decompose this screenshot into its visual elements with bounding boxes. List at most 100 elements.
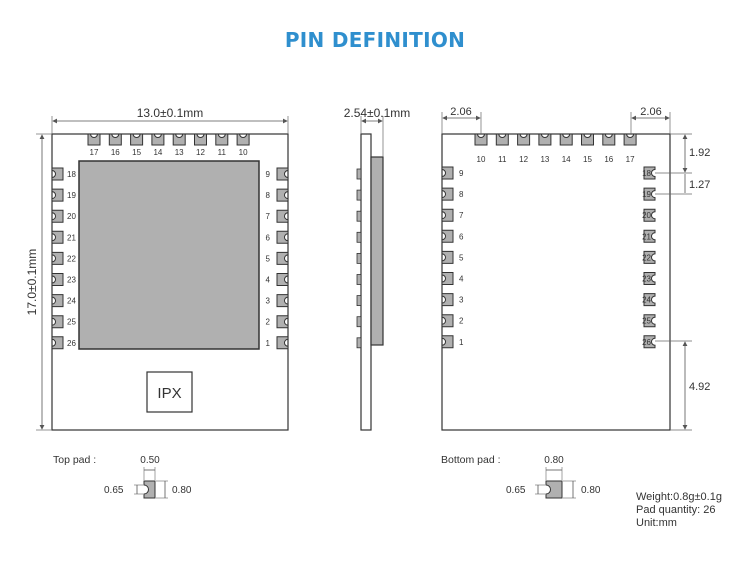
bottom-view-pad-11 bbox=[495, 133, 509, 146]
top-view-pad-10 bbox=[236, 133, 250, 146]
top-view-pad-3 bbox=[276, 294, 289, 308]
top-pad-detail: Top pad : 0.50 0.65 0.80 bbox=[53, 454, 192, 499]
bottom-pad-detail: Bottom pad : 0.80 0.65 0.80 bbox=[441, 454, 601, 499]
bottom-view-pad-19 bbox=[643, 187, 656, 201]
top-view-pin-label-25: 25 bbox=[67, 318, 76, 327]
top-view-pin-label-3: 3 bbox=[266, 297, 271, 306]
top-view-pad-5 bbox=[276, 251, 289, 265]
bottom-view-pad-5 bbox=[441, 250, 454, 264]
top-view-pad-8 bbox=[276, 188, 289, 202]
bottom-pad-top-value: 0.80 bbox=[544, 455, 564, 466]
bottom-view-pad-15 bbox=[581, 133, 594, 146]
top-view-pin-label-21: 21 bbox=[67, 233, 76, 242]
dim-bottom-label: 4.92 bbox=[689, 381, 710, 393]
bottom-view-pad-23 bbox=[643, 272, 656, 285]
bottom-view-pin-label-18: 18 bbox=[642, 169, 651, 178]
bottom-view-pin-label-20: 20 bbox=[642, 211, 651, 220]
bottom-view-pin-label-14: 14 bbox=[562, 155, 571, 164]
bottom-view-pin-label-12: 12 bbox=[519, 155, 528, 164]
bottom-view-pin-label-19: 19 bbox=[642, 190, 651, 199]
top-view-pad-21 bbox=[51, 230, 64, 244]
dim-pitch-label: 1.27 bbox=[689, 179, 710, 191]
thickness-dim-label: 2.54±0.1mm bbox=[344, 106, 411, 120]
bottom-view-pad-1 bbox=[441, 335, 454, 349]
side-view-pad bbox=[356, 337, 362, 349]
spec-notes: Weight:0.8g±0.1g Pad quantity: 26 Unit:m… bbox=[636, 491, 746, 530]
bottom-view-pin-label-10: 10 bbox=[477, 155, 486, 164]
bottom-pad-shape bbox=[545, 480, 563, 499]
side-view-pad bbox=[356, 316, 362, 328]
top-view-pin-label-7: 7 bbox=[266, 212, 271, 221]
ipx-connector bbox=[146, 371, 193, 413]
bottom-view-pin-label-24: 24 bbox=[642, 296, 651, 305]
top-view-pin-label-22: 22 bbox=[67, 254, 76, 263]
bottom-view-pad-17 bbox=[623, 133, 637, 146]
side-view-pad bbox=[356, 274, 362, 285]
spec-weight: Weight:0.8g±0.1g bbox=[636, 491, 722, 503]
top-pad-right-value: 0.80 bbox=[172, 485, 192, 496]
bottom-pad-left-value: 0.65 bbox=[506, 485, 526, 496]
bottom-view-pad-7 bbox=[441, 208, 454, 222]
bottom-view-pin-label-8: 8 bbox=[459, 190, 464, 199]
top-view-pad-1 bbox=[276, 336, 289, 350]
side-shield bbox=[370, 156, 384, 346]
bottom-view-pin-label-16: 16 bbox=[604, 155, 613, 164]
bottom-view-pin-label-9: 9 bbox=[459, 169, 464, 178]
side-view-pad bbox=[356, 210, 362, 222]
bottom-view-pad-22 bbox=[643, 250, 656, 264]
top-view-pad-20 bbox=[51, 209, 64, 223]
top-view-pad-11 bbox=[215, 133, 229, 146]
top-view-pin-label-11: 11 bbox=[218, 148, 227, 157]
bottom-view-pad-3 bbox=[441, 293, 454, 307]
side-view-pad bbox=[356, 189, 362, 201]
top-pad-left-value: 0.65 bbox=[104, 485, 124, 496]
top-view-pin-label-17: 17 bbox=[90, 148, 99, 157]
bottom-view-pin-label-2: 2 bbox=[459, 317, 464, 326]
top-view-pin-label-20: 20 bbox=[67, 212, 76, 221]
top-view-pin-label-13: 13 bbox=[175, 148, 184, 157]
top-view-pad-18 bbox=[51, 167, 64, 181]
bottom-view-pin-label-6: 6 bbox=[459, 232, 464, 241]
bottom-view-pin-label-1: 1 bbox=[459, 338, 464, 347]
bottom-pad-right-value: 0.80 bbox=[581, 485, 601, 496]
left-offset-label: 2.06 bbox=[450, 106, 471, 118]
bottom-view-pin-label-5: 5 bbox=[459, 253, 464, 262]
bottom-view-pad-21 bbox=[643, 229, 656, 243]
bottom-view-pin-label-22: 22 bbox=[642, 253, 651, 262]
bottom-view-pad-14 bbox=[559, 133, 573, 146]
ipx-label: IPX bbox=[157, 385, 181, 402]
bottom-view-pin-label-17: 17 bbox=[626, 155, 635, 164]
right-offset-label: 2.06 bbox=[640, 106, 661, 118]
width-dim-label: 13.0±0.1mm bbox=[137, 106, 204, 120]
bottom-view-pad-18 bbox=[643, 166, 656, 180]
top-view-pin-label-24: 24 bbox=[67, 297, 76, 306]
height-dim-label: 17.0±0.1mm bbox=[25, 249, 39, 316]
bottom-view-pad-6 bbox=[441, 229, 454, 243]
side-view-pad bbox=[356, 168, 362, 180]
bottom-view-pad-4 bbox=[441, 272, 454, 285]
bottom-view-pad-20 bbox=[643, 208, 656, 222]
top-view-pin-label-10: 10 bbox=[239, 148, 248, 157]
bottom-view-pin-label-25: 25 bbox=[642, 317, 651, 326]
spec-unit: Unit:mm bbox=[636, 517, 677, 529]
top-view-pin-label-19: 19 bbox=[67, 191, 76, 200]
top-view-pin-label-9: 9 bbox=[266, 170, 271, 179]
bottom-view-pad-9 bbox=[441, 166, 454, 180]
top-view-pin-label-4: 4 bbox=[266, 276, 271, 285]
bottom-view-pad-25 bbox=[643, 314, 656, 328]
top-view-pad-26 bbox=[51, 336, 64, 350]
top-view-pin-label-8: 8 bbox=[266, 191, 271, 200]
bottom-view-outline bbox=[441, 133, 671, 431]
bottom-view-pad-2 bbox=[441, 314, 454, 328]
side-view-pad bbox=[356, 231, 362, 243]
top-view-pin-label-2: 2 bbox=[266, 318, 271, 327]
top-view-pad-25 bbox=[51, 315, 64, 329]
top-view-pad-16 bbox=[108, 133, 122, 146]
top-view-pad-2 bbox=[276, 315, 289, 329]
bottom-view-pad-26 bbox=[643, 335, 656, 349]
top-pad-top-value: 0.50 bbox=[140, 455, 160, 466]
bottom-view-pin-label-26: 26 bbox=[642, 338, 651, 347]
top-view-pad-24 bbox=[51, 294, 64, 308]
